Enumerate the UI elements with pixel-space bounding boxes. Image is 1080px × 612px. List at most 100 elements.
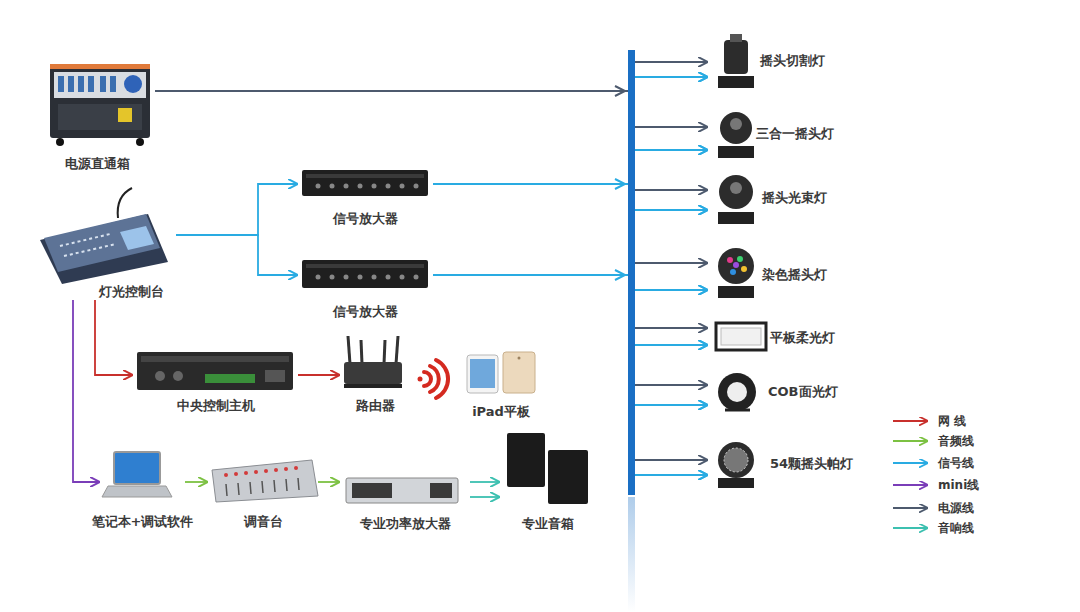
breaker <box>78 76 84 92</box>
light-head <box>724 40 748 74</box>
legend-sample <box>893 507 928 509</box>
device-node: 信号放大器 <box>298 255 433 320</box>
socket <box>124 75 142 93</box>
power-amplifier-illustration <box>346 478 458 503</box>
connector <box>433 275 708 345</box>
connector <box>155 91 708 385</box>
connector-dots <box>316 184 419 189</box>
connector <box>470 496 500 498</box>
node-label: iPad平板 <box>472 404 530 420</box>
light-base <box>718 212 754 224</box>
connector <box>298 374 340 376</box>
laptop-base <box>102 486 172 497</box>
distribution-bus <box>628 50 635 495</box>
connector <box>176 184 298 235</box>
led <box>727 257 733 263</box>
mixer-faders <box>226 478 299 496</box>
device-node: iPad平板 <box>462 350 540 420</box>
rack-strip <box>306 264 424 268</box>
light-base <box>718 76 754 88</box>
node-label: 路由器 <box>356 398 395 414</box>
led-array <box>724 448 748 472</box>
light-fixture-node: 染色摇头灯 <box>708 246 878 304</box>
legend-sample <box>893 484 928 486</box>
console-screen <box>120 226 154 250</box>
central-host-illustration <box>137 352 293 390</box>
connector-dots <box>316 275 419 280</box>
indicator <box>118 108 132 122</box>
wifi-dot <box>418 377 423 382</box>
breaker <box>110 76 116 92</box>
connector <box>433 184 708 405</box>
connector <box>155 91 708 328</box>
legend-label: mini线 <box>938 478 979 492</box>
connector <box>318 481 340 483</box>
breaker <box>58 76 64 92</box>
connector <box>433 275 708 290</box>
port <box>265 370 285 382</box>
node-label: 摇头光束灯 <box>762 190 827 206</box>
connector <box>433 150 708 275</box>
node-label: 摇头切割灯 <box>760 53 825 69</box>
tablet-camera <box>518 357 521 360</box>
node-label: 专业音箱 <box>522 516 574 532</box>
par-moving-head <box>718 442 754 488</box>
light-lens <box>730 34 742 42</box>
fader-row <box>64 244 116 256</box>
light-fixture-node: 三合一摇头灯 <box>708 105 878 163</box>
breaker-panel <box>54 72 146 98</box>
legend-sample <box>893 527 928 529</box>
node-label: 电源直通箱 <box>65 156 130 172</box>
rack-unit <box>302 260 428 288</box>
moving-head-light <box>718 112 754 158</box>
connector <box>155 62 708 91</box>
light-base <box>718 146 754 158</box>
breaker <box>68 76 74 92</box>
power-box-illustration <box>50 64 150 146</box>
rack-strip <box>306 174 424 178</box>
light-head <box>720 112 752 144</box>
node-label: 信号放大器 <box>333 304 398 320</box>
amplifier-panel <box>430 483 452 498</box>
gooseneck-mic <box>118 188 132 218</box>
cob-bracket <box>725 409 750 412</box>
port <box>173 371 183 381</box>
connector <box>470 481 500 483</box>
node-label: 笔记本+调试软件 <box>92 514 194 530</box>
node-label: 中央控制主机 <box>177 398 255 414</box>
light-fixture-node: 摇头光束灯 <box>708 168 878 228</box>
connector <box>73 300 100 482</box>
router-base <box>344 384 402 388</box>
node-label: 信号放大器 <box>333 211 398 227</box>
node-label: 调音台 <box>244 514 283 530</box>
moving-head-light <box>718 34 754 88</box>
connector <box>185 481 208 483</box>
device-node: 信号放大器 <box>298 165 433 227</box>
node-label: 平板柔光灯 <box>770 330 835 346</box>
legend-sample <box>893 440 928 442</box>
tablet-illustration <box>467 352 535 393</box>
light-head <box>718 248 754 284</box>
mixer-knobs <box>224 466 298 477</box>
light-lens <box>730 118 742 130</box>
antenna <box>396 336 398 364</box>
speaker <box>548 450 588 504</box>
tablet <box>503 352 535 393</box>
mixer-illustration <box>212 460 318 502</box>
device-node: 中央控制主机 <box>133 348 298 414</box>
port <box>155 371 165 381</box>
case-rim <box>50 64 150 69</box>
device-node: 调音台 <box>208 452 318 530</box>
console-illustration <box>40 188 168 284</box>
connector <box>155 91 708 127</box>
wifi-arc <box>436 360 448 398</box>
legend-sample <box>893 420 928 422</box>
node-label: 染色摇头灯 <box>762 267 827 283</box>
light-illustrations <box>716 34 766 488</box>
legend-label: 信号线 <box>938 456 974 470</box>
laptop-screen <box>114 452 160 484</box>
light-head <box>719 175 753 209</box>
cob-housing <box>718 373 756 411</box>
light-base <box>718 478 754 488</box>
connector <box>155 91 708 190</box>
